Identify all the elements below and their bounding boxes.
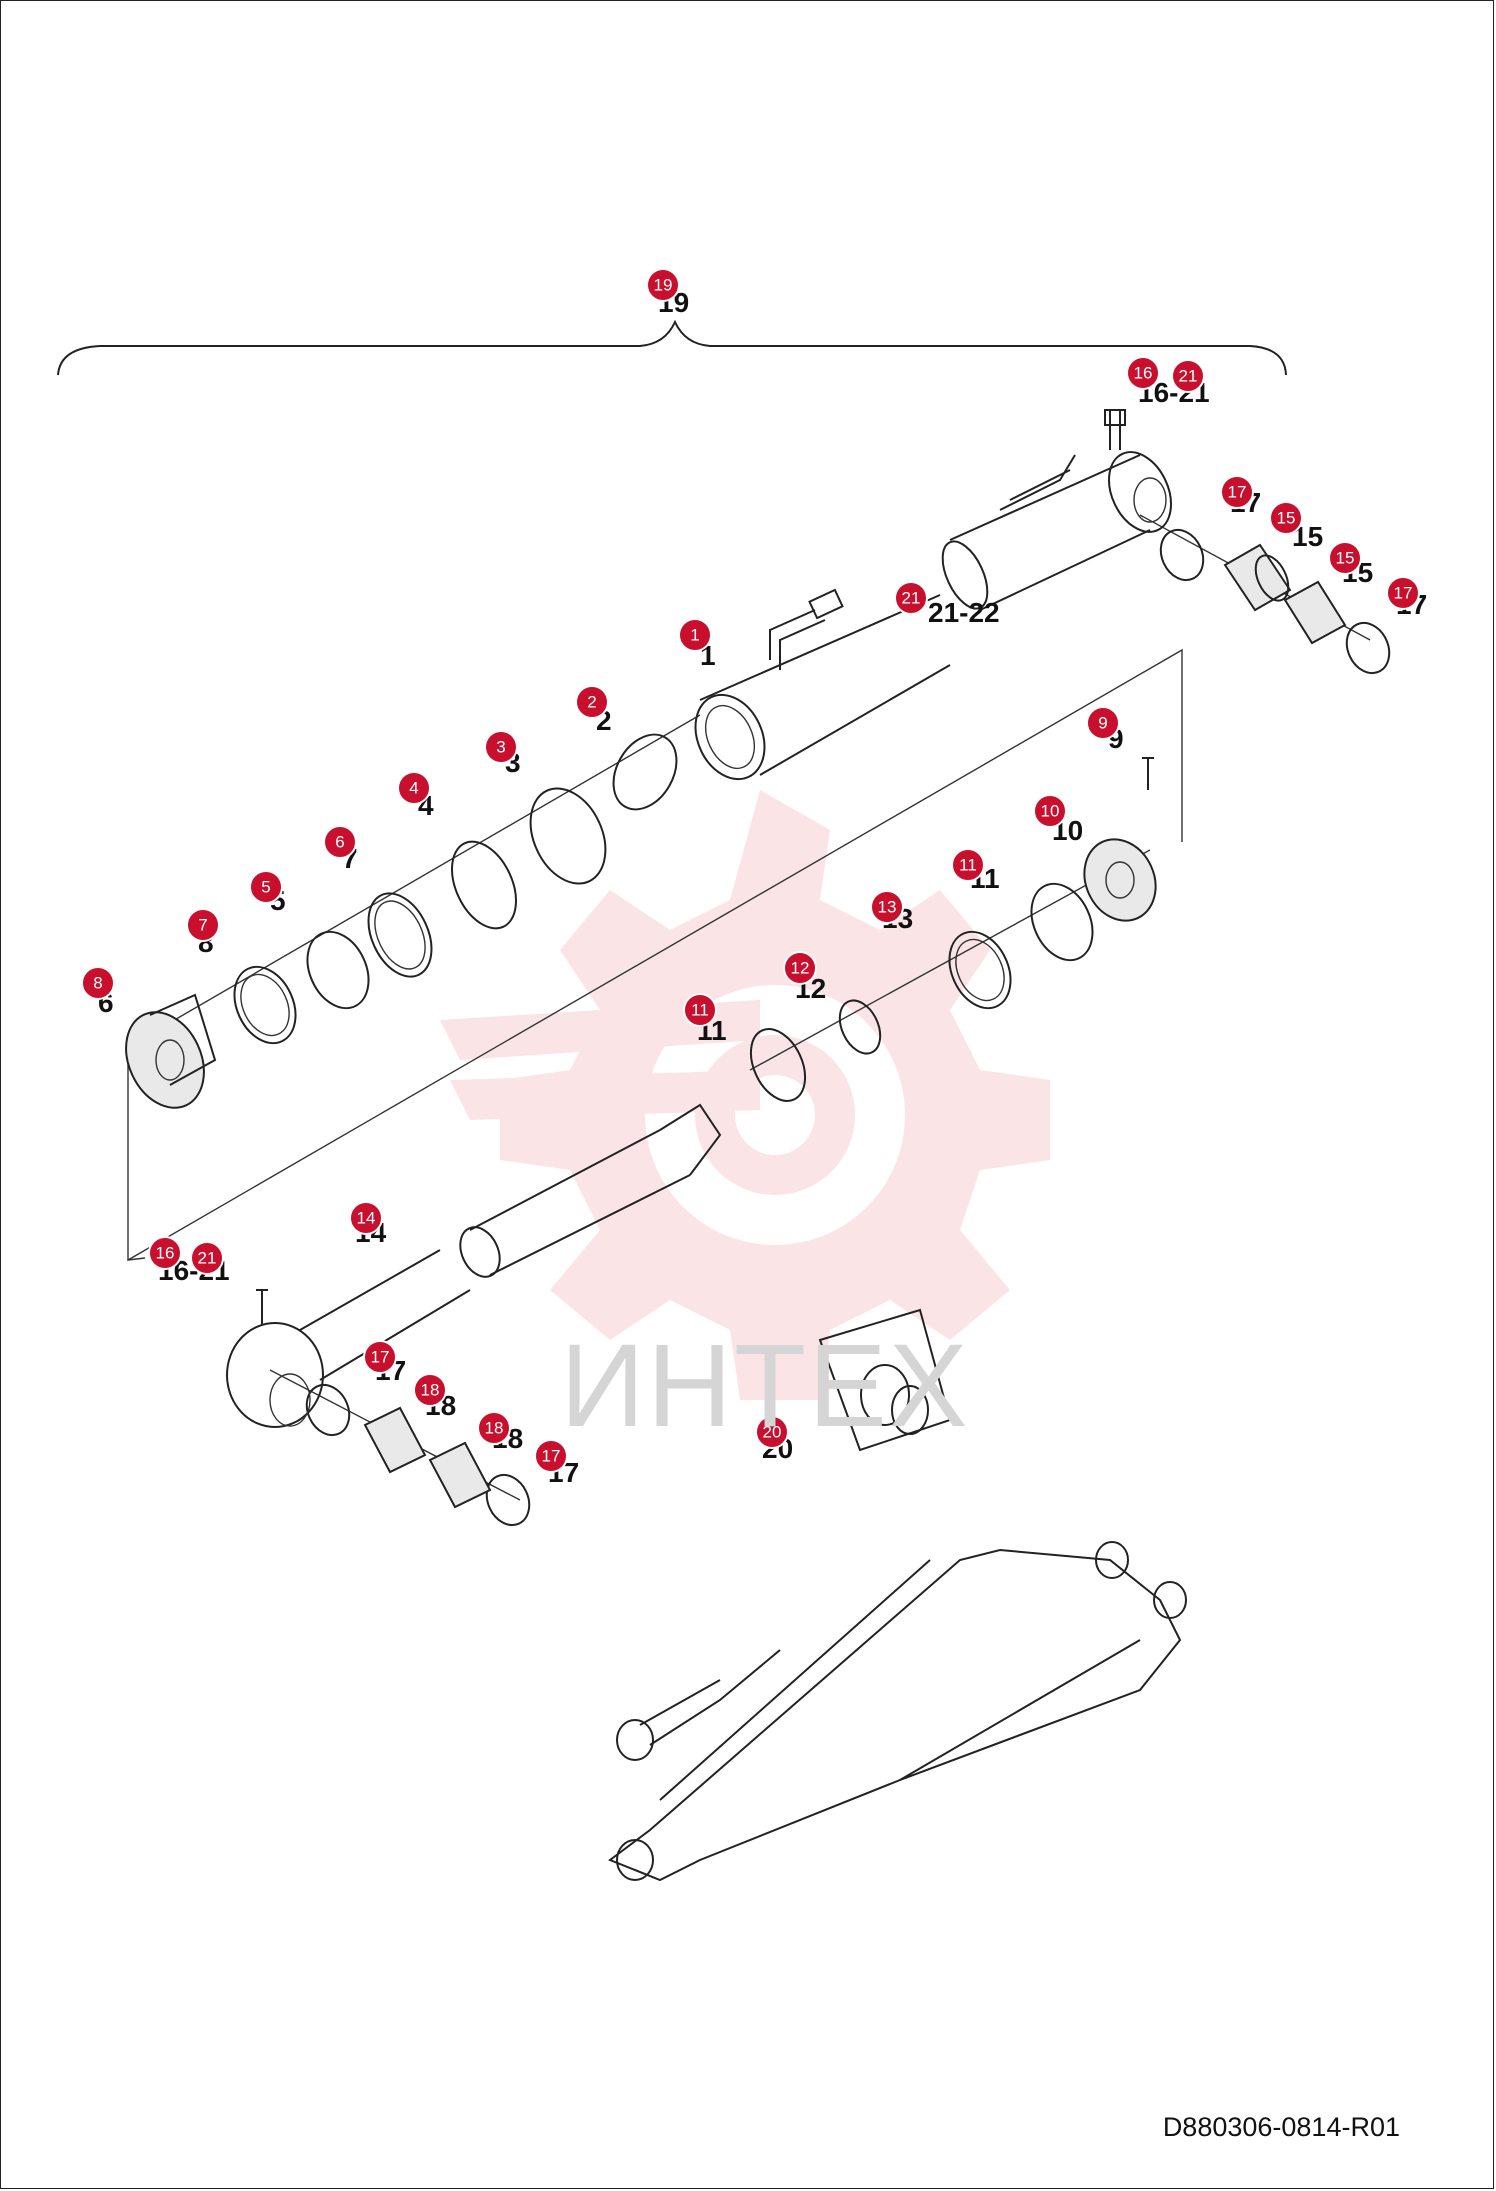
document-code: D880306-0814-R01 (1162, 2112, 1400, 2142)
svg-text:7: 7 (198, 916, 207, 935)
callout-1: 1 (678, 618, 712, 652)
callout-2: 2 (575, 685, 609, 719)
svg-text:11: 11 (959, 856, 977, 875)
callout-17: 17 (1220, 475, 1254, 509)
piston-rod (226, 1103, 722, 1428)
cylinder-tube (694, 588, 951, 781)
svg-text:17: 17 (1394, 584, 1413, 603)
svg-text:17: 17 (542, 1447, 561, 1466)
callout-18: 18 (413, 1373, 447, 1407)
callout-15: 15 (1269, 501, 1303, 535)
svg-text:2: 2 (587, 693, 596, 712)
svg-text:13: 13 (878, 898, 897, 917)
cylinder-tube-rear (941, 409, 1172, 611)
callout-3: 3 (484, 730, 518, 764)
assembly-bracket (57, 319, 1287, 376)
callout-11: 11 (951, 848, 985, 882)
callout-5: 5 (249, 870, 283, 904)
seal-kit-board (818, 1308, 952, 1452)
callout-12: 12 (783, 951, 817, 985)
callout-21: 21 (1171, 359, 1205, 393)
printed-label: 21-22 (928, 597, 1000, 628)
seal-rings (233, 528, 1391, 1527)
callout-6: 6 (323, 825, 357, 859)
svg-text:20: 20 (763, 1423, 782, 1442)
svg-text:9: 9 (1098, 714, 1107, 733)
svg-text:8: 8 (93, 974, 102, 993)
callout-18: 18 (477, 1411, 511, 1445)
svg-text:19: 19 (654, 276, 673, 295)
svg-text:12: 12 (791, 959, 810, 978)
callout-17: 17 (1386, 576, 1420, 610)
svg-text:15: 15 (1277, 509, 1296, 528)
svg-text:1: 1 (690, 626, 699, 645)
svg-text:17: 17 (1228, 483, 1247, 502)
excavator-boom (607, 1541, 1187, 1882)
svg-text:21: 21 (1179, 367, 1198, 386)
callout-16: 16 (148, 1236, 182, 1270)
callout-21: 21 (190, 1241, 224, 1275)
watermark-gear (440, 790, 1050, 1400)
callout-16: 16 (1126, 356, 1160, 390)
callout-8: 8 (81, 966, 115, 1000)
svg-text:6: 6 (335, 833, 344, 852)
callout-14: 14 (349, 1201, 383, 1235)
callout-17: 17 (534, 1439, 568, 1473)
piston (1083, 757, 1157, 922)
watermark-text: ИНТЕХ (560, 1320, 970, 1452)
svg-text:15: 15 (1336, 549, 1355, 568)
callout-19: 19 (646, 268, 680, 302)
svg-text:11: 11 (691, 1001, 709, 1020)
svg-text:16: 16 (156, 1244, 175, 1263)
callout-7: 7 (186, 908, 220, 942)
svg-text:16: 16 (1134, 364, 1153, 383)
callout-15: 15 (1328, 541, 1362, 575)
svg-text:18: 18 (421, 1381, 440, 1400)
svg-text:4: 4 (409, 779, 418, 798)
assembly-frame-lines (127, 648, 1183, 1262)
svg-text:21: 21 (198, 1249, 217, 1268)
callout-11: 11 (683, 993, 717, 1027)
callout-4: 4 (397, 771, 431, 805)
svg-text:10: 10 (1041, 802, 1060, 821)
callout-13: 13 (870, 890, 904, 924)
rod-gland (125, 993, 217, 1109)
svg-text:18: 18 (485, 1419, 504, 1438)
callout-20: 20 (755, 1415, 789, 1449)
bushings (363, 543, 1347, 1509)
callout-17: 17 (363, 1340, 397, 1374)
svg-text:5: 5 (261, 878, 270, 897)
callout-10: 10 (1033, 794, 1067, 828)
svg-text:14: 14 (357, 1209, 376, 1228)
callout-21: 21 (894, 581, 928, 615)
svg-text:17: 17 (371, 1348, 390, 1367)
svg-text:21: 21 (902, 589, 921, 608)
svg-text:3: 3 (496, 738, 505, 757)
callout-9: 9 (1086, 706, 1120, 740)
